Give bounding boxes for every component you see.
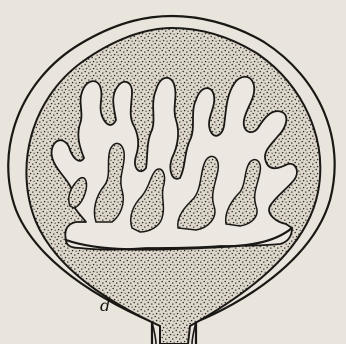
figure-label: d [100,296,110,315]
